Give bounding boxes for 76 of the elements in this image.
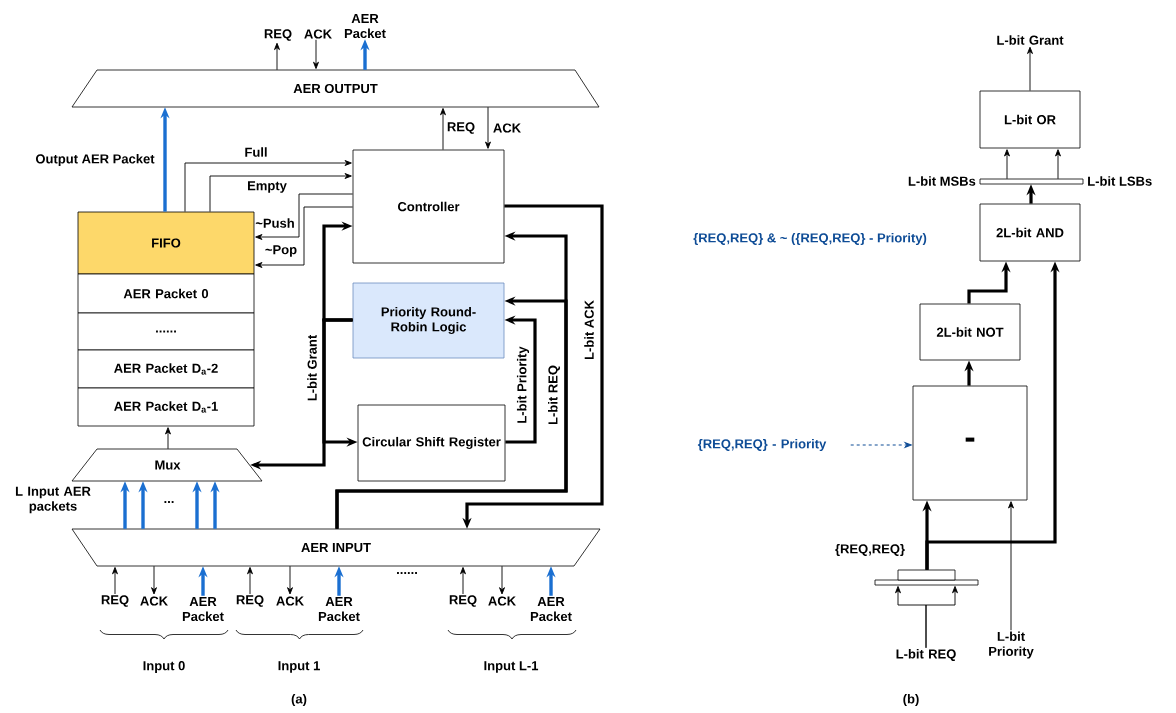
text-label: Input L-1 bbox=[484, 661, 539, 673]
bus-label: L-bit LSBs bbox=[1088, 176, 1152, 186]
text-label: {REQ,REQ} & ~ ({REQ,REQ} - Priority) bbox=[693, 232, 927, 246]
interface-block: AER INPUT bbox=[71, 528, 601, 567]
interface-block: AER OUTPUT bbox=[71, 69, 600, 108]
arrow bbox=[1004, 149, 1010, 180]
arrow bbox=[1055, 149, 1061, 180]
gate-box: 2L-bit NOT bbox=[919, 303, 1021, 361]
arrow bbox=[255, 206, 354, 268]
signal-label: REQ bbox=[236, 595, 264, 607]
edge-label: L-bit REQ bbox=[548, 365, 560, 425]
text-label: Input 0 bbox=[143, 661, 185, 673]
arrow bbox=[184, 160, 352, 213]
arrow bbox=[440, 108, 446, 151]
edge-label: ~Pop bbox=[265, 245, 297, 257]
bus-bar bbox=[874, 569, 979, 586]
fifo-cell: AER Packet D$_{a}$-1 bbox=[77, 387, 255, 427]
signal-label: AER Packet bbox=[530, 597, 572, 622]
controller-box: Controller bbox=[352, 149, 505, 264]
signal-label: REQ bbox=[101, 595, 129, 607]
signal-label: L-bit Grant bbox=[997, 35, 1064, 45]
text-label: (a) bbox=[291, 693, 307, 707]
arrow bbox=[112, 567, 118, 595]
arrow bbox=[151, 565, 157, 595]
edge-label: L-bit Grant bbox=[307, 334, 317, 401]
arrow bbox=[313, 39, 319, 69]
edge-label: Output AER Packet bbox=[35, 153, 155, 167]
signal-label: REQ bbox=[264, 29, 292, 41]
text-label: (b) bbox=[903, 693, 919, 707]
arrow bbox=[460, 567, 466, 595]
signal-label: L-bit REQ bbox=[896, 649, 956, 661]
subtractor-box: - bbox=[912, 385, 1028, 501]
edge-label: L-bit ACK bbox=[584, 300, 594, 360]
arrow bbox=[209, 173, 352, 213]
arrow bbox=[1008, 501, 1014, 631]
signal-label: AER Packet bbox=[344, 13, 386, 39]
edge-label: ACK bbox=[493, 123, 521, 133]
arrow bbox=[274, 42, 280, 71]
arrow bbox=[485, 106, 491, 149]
text-label: L Input AER packets bbox=[15, 486, 91, 514]
signal-label: ACK bbox=[304, 29, 332, 39]
arrow bbox=[165, 427, 171, 450]
fifo-cell: AER Packet D$_{a}$-2 bbox=[77, 349, 255, 389]
arrow bbox=[255, 193, 354, 240]
edge-label: L-bit Priority bbox=[516, 346, 530, 423]
bus-bar bbox=[979, 178, 1084, 185]
edge-label: Empty bbox=[248, 181, 287, 193]
gate-box: L-bit OR bbox=[979, 90, 1081, 149]
arrow bbox=[247, 567, 253, 595]
signal-label: ACK bbox=[140, 596, 168, 606]
signal-label: L-bit Priority bbox=[989, 631, 1034, 659]
arrow bbox=[499, 565, 505, 595]
arrow bbox=[850, 442, 912, 448]
interface-block: Mux bbox=[71, 448, 263, 482]
edge-label: ~Push bbox=[255, 218, 294, 228]
register-box: Circular Shift Register bbox=[357, 404, 506, 482]
logic-box: Priority Round-Robin Logic bbox=[352, 282, 505, 359]
arrow bbox=[1027, 46, 1033, 92]
edge-label: {REQ,REQ} bbox=[835, 543, 905, 557]
text-label: ... bbox=[164, 501, 174, 503]
signal-label: ACK bbox=[276, 596, 304, 606]
signal-label: {REQ,REQ} - Priority bbox=[697, 438, 827, 452]
gate-box: 2L-bit AND bbox=[979, 203, 1081, 262]
signal-label: AER Packet bbox=[318, 597, 360, 622]
arrow bbox=[925, 586, 958, 649]
signal-label: AER Packet bbox=[182, 597, 224, 622]
bus-label: L-bit MSBs bbox=[908, 176, 976, 186]
fifo-cell: FIFO bbox=[77, 211, 255, 275]
arrow bbox=[287, 565, 293, 595]
signal-label: ACK bbox=[488, 596, 516, 606]
text-label: Input 1 bbox=[278, 661, 320, 673]
edge-label: REQ bbox=[447, 122, 475, 134]
fifo-cell: AER Packet 0 bbox=[77, 273, 255, 314]
signal-label: REQ bbox=[449, 595, 477, 607]
edge-label: Full bbox=[245, 147, 267, 157]
fifo-cell: ...... bbox=[77, 312, 255, 351]
